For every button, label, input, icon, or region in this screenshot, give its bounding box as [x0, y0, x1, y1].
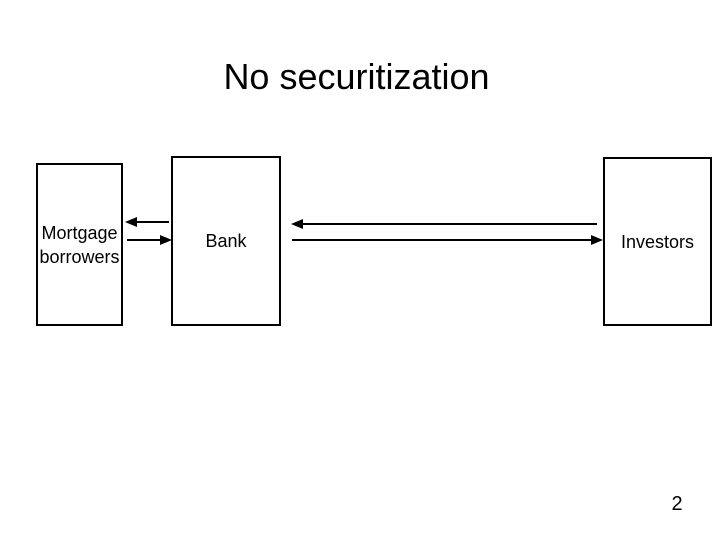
arrowhead-right-icon	[591, 235, 603, 245]
node-bank: Bank	[171, 156, 281, 326]
slide-title: No securitization	[223, 56, 490, 97]
arrowhead-left-icon	[291, 219, 303, 229]
arrow-shaft	[127, 239, 163, 241]
arrow-shaft	[134, 221, 169, 223]
arrow-shaft	[300, 223, 597, 225]
arrow-borrowers-to-bank	[127, 235, 172, 245]
node-bank-label: Bank	[205, 231, 247, 251]
node-mortgage-borrowers-label: Mortgage borrowers	[39, 222, 120, 267]
page-number: 2	[671, 493, 683, 515]
arrowhead-right-icon	[160, 235, 172, 245]
arrow-bank-to-investors	[292, 235, 603, 245]
arrow-bank-to-borrowers	[125, 217, 169, 227]
node-investors: Investors	[603, 157, 712, 326]
arrowhead-left-icon	[125, 217, 137, 227]
node-investors-label: Investors	[620, 231, 695, 252]
node-mortgage-borrowers: Mortgage borrowers	[36, 163, 123, 326]
arrow-shaft	[292, 239, 594, 241]
arrow-investors-to-bank	[291, 219, 597, 229]
